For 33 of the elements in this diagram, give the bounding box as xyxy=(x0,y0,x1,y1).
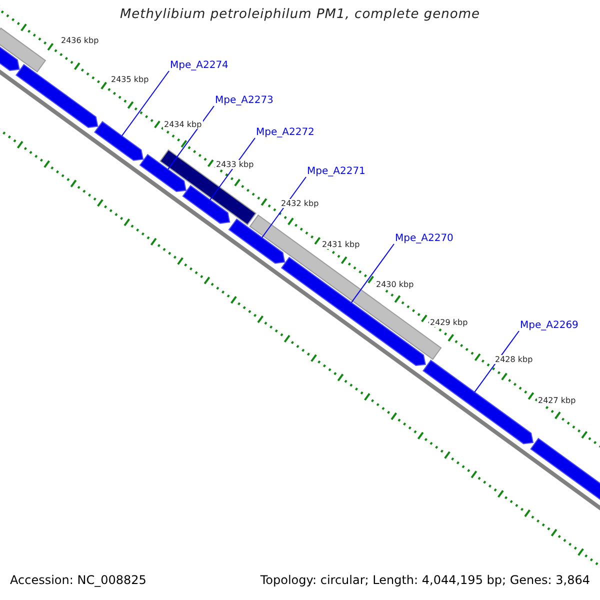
gene-label: Mpe_A2272 xyxy=(256,127,314,138)
scale-label: 2434 kbp xyxy=(163,120,203,130)
genome-info-text: Topology: circular; Length: 4,044,195 bp; Genes: 3,864 xyxy=(260,574,590,588)
scale-label: 2430 kbp xyxy=(375,280,415,290)
leader-line xyxy=(350,244,394,304)
gene-label: Mpe_A2274 xyxy=(170,60,228,72)
leader-line xyxy=(168,106,214,170)
scale-label: 2432 kbp xyxy=(280,199,320,208)
scale-label: 2429 kbp xyxy=(429,318,469,328)
gene-feature xyxy=(280,256,426,366)
gene-feature xyxy=(139,154,186,192)
gene-feature xyxy=(182,185,230,224)
gene-feature xyxy=(160,149,256,226)
scale-label: 2431 kbp xyxy=(321,240,361,250)
leader-line xyxy=(121,70,170,136)
gene-label: Mpe_A2271 xyxy=(307,166,366,178)
scale-label: 2436 kbp xyxy=(60,36,100,46)
scale-label: 2435 kbp xyxy=(110,75,150,84)
gene-feature xyxy=(0,28,46,72)
gene-label: Mpe_A2273 xyxy=(215,95,274,106)
scale-label: 2433 kbp xyxy=(215,160,255,170)
leader-line xyxy=(210,138,256,200)
scale-label: 2428 kbp xyxy=(494,355,534,364)
title: Methylibium petroleiphilum PM1, complete genome xyxy=(118,8,482,23)
accession-text: Accession: NC_008825 xyxy=(10,574,146,588)
gene-label: Mpe_A2269 xyxy=(520,320,578,332)
gene-feature xyxy=(94,121,144,161)
gene-label: Mpe_A2270 xyxy=(395,233,454,244)
gene-feature xyxy=(228,218,286,264)
scale-label: 2427 kbp xyxy=(537,396,577,406)
leader-line xyxy=(474,330,520,393)
gene-feature xyxy=(16,64,98,128)
leader-line xyxy=(261,176,306,238)
